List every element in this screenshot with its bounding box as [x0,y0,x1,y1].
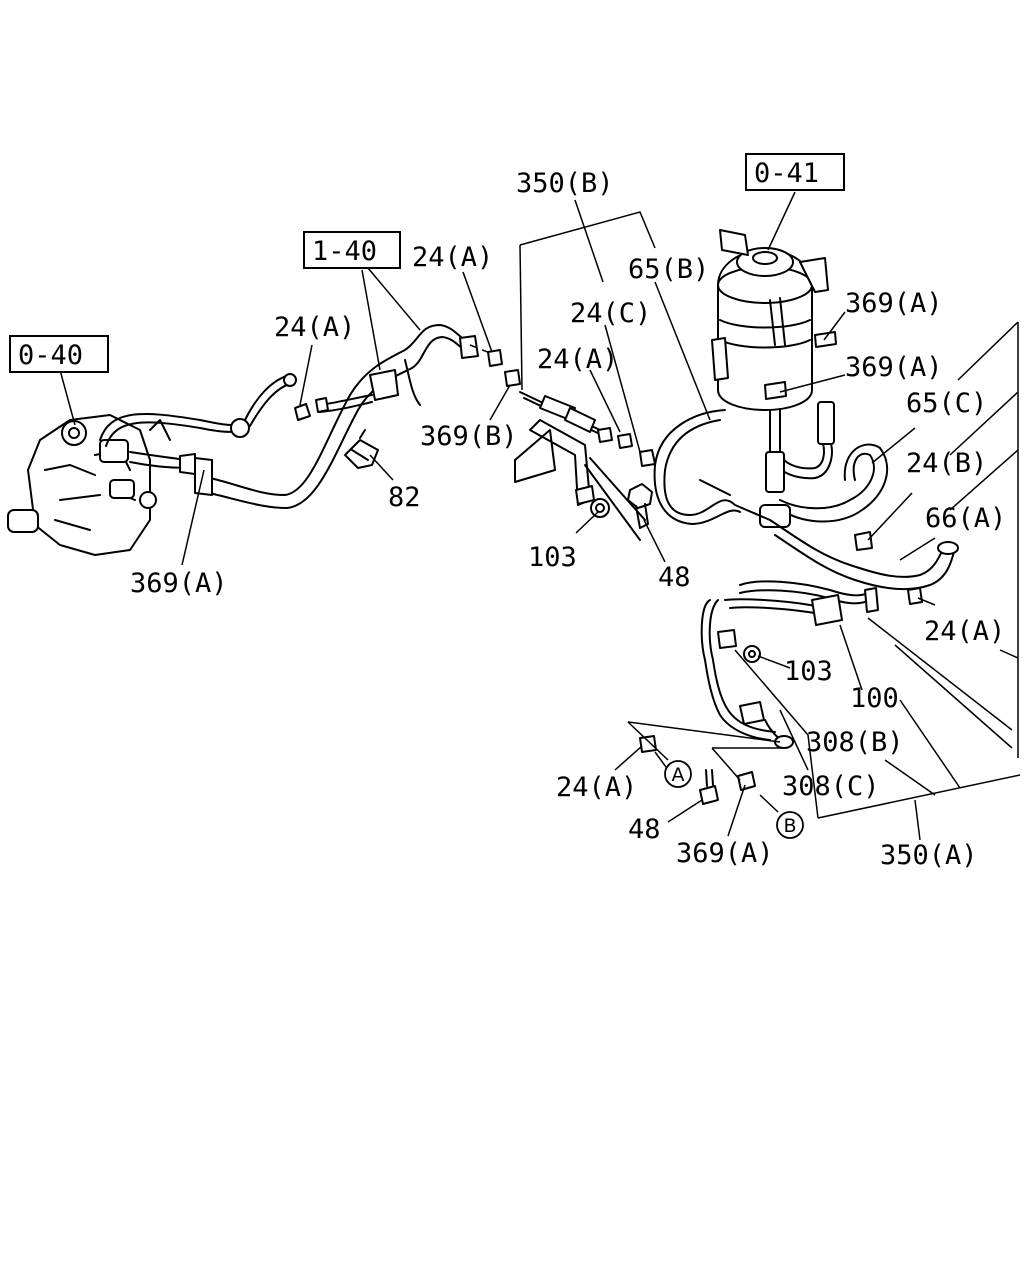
label-24b: 24(B) [906,448,987,479]
hose-1-40 [194,324,496,509]
label-24a-top: 24(A) [412,242,493,273]
marker-a-text: A [672,764,685,786]
label-48-center: 48 [658,562,691,593]
label-82: 82 [388,482,421,513]
label-369a-left: 369(A) [130,568,228,599]
label-48-lower: 48 [628,814,661,845]
marker-b-text: B [783,815,796,837]
part-labels: 350(B) 24(A) 24(A) 24(C) 65(B) 369(A) 36… [130,168,1006,871]
label-369b: 369(B) [420,421,518,452]
label-369a-right2: 369(A) [845,352,943,383]
label-369a-lower: 369(A) [676,838,774,869]
fuel-filter [711,229,837,411]
label-350b: 350(B) [516,168,614,199]
ref-1-40: 1-40 [303,231,401,269]
ref-0-40: 0-40 [9,335,109,373]
leaders [59,191,1021,841]
ref-0-41-text: 0-41 [754,158,819,189]
injection-pump [7,414,157,556]
label-65b: 65(B) [628,254,709,285]
clip-82 [344,429,379,469]
pipe-assembly-350a [639,580,923,805]
fittings-center [597,427,656,467]
label-100: 100 [850,683,899,714]
label-103-center: 103 [528,542,577,573]
label-24a-left: 24(A) [274,312,355,343]
label-65c: 65(C) [906,388,987,419]
label-24a-right: 24(A) [924,616,1005,647]
ref-0-41: 0-41 [745,153,845,191]
hose-65b [653,401,835,525]
label-24a-lower: 24(A) [556,772,637,803]
label-103-right: 103 [784,656,833,687]
label-308c: 308(C) [782,771,880,802]
center-bracket [514,391,646,541]
label-24c: 24(C) [570,298,651,329]
small-clamps [294,349,521,421]
ref-1-40-text: 1-40 [312,236,377,267]
marker-a: A [664,760,692,788]
ref-0-40-text: 0-40 [18,340,83,371]
label-66a: 66(A) [925,503,1006,534]
hose-65c [759,443,889,528]
label-350a: 350(A) [880,840,978,871]
hose-66a [699,479,959,591]
marker-b: B [776,811,804,839]
label-369a-right1: 369(A) [845,288,943,319]
label-308b: 308(B) [806,727,904,758]
label-24a-center: 24(A) [537,344,618,375]
